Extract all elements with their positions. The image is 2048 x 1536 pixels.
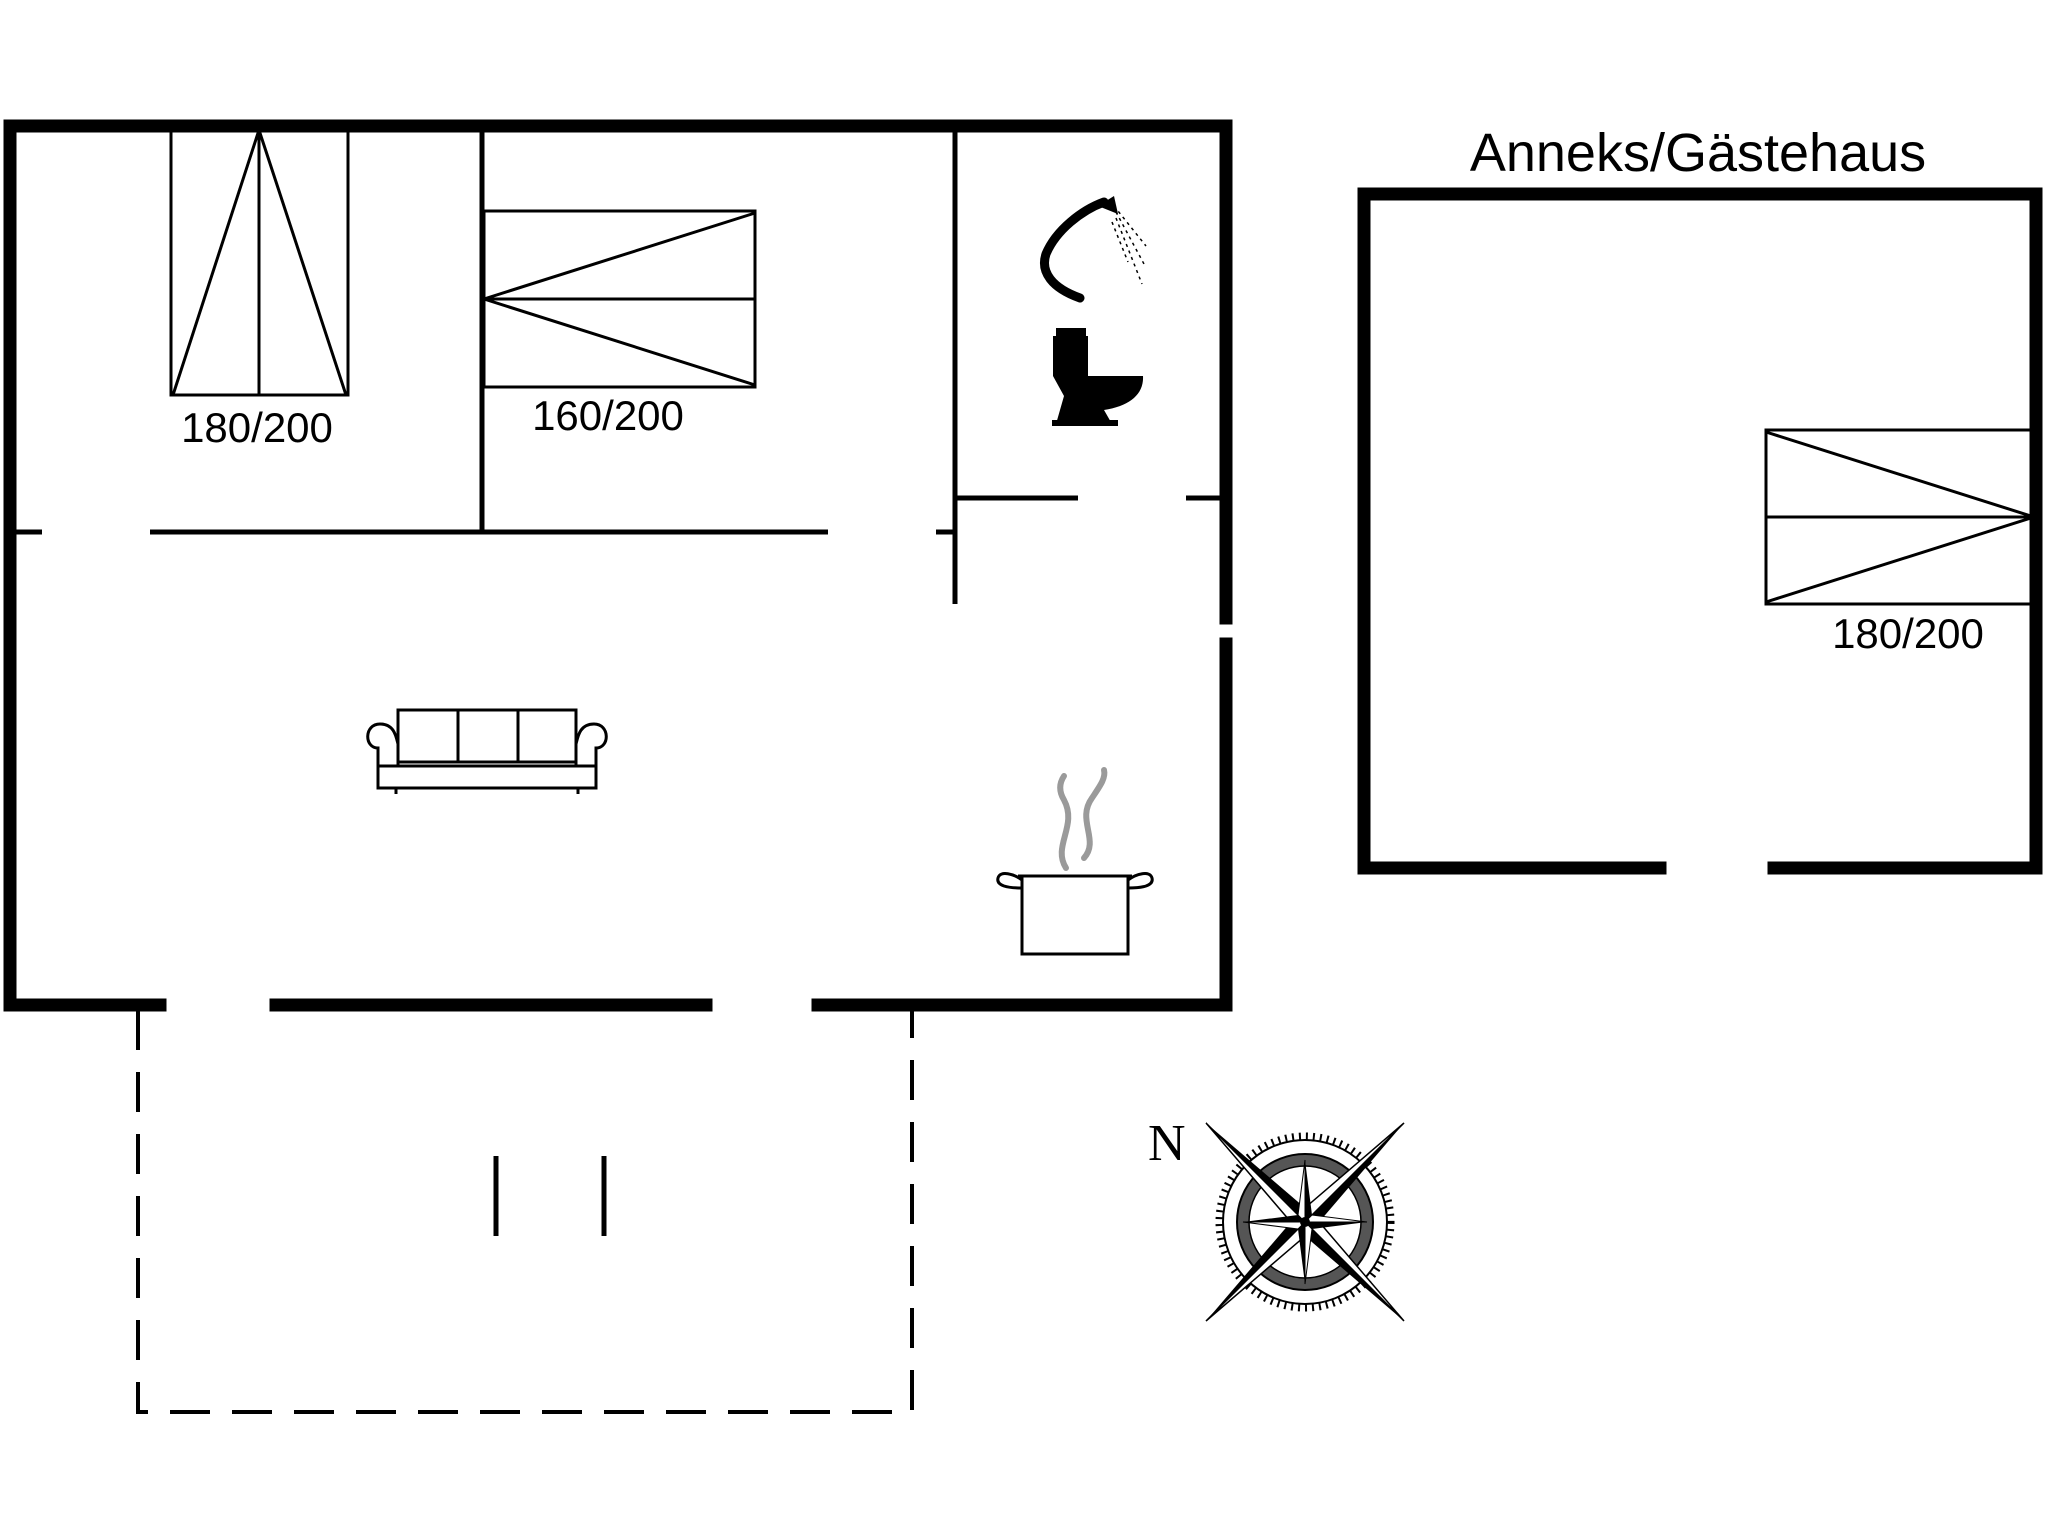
bed-annex xyxy=(1764,428,2036,606)
interior-walls xyxy=(10,126,1226,604)
bed-size-label-1: 180/200 xyxy=(181,404,333,451)
terrace-outline xyxy=(136,1010,914,1414)
main-house-walls xyxy=(3,119,1233,1012)
cooking-pot-icon xyxy=(996,767,1154,956)
compass-rose-icon xyxy=(1205,1122,1405,1322)
bed-size-label-annex: 180/200 xyxy=(1832,610,1984,657)
shower-icon xyxy=(1040,196,1147,303)
bed-size-label-2: 160/200 xyxy=(532,392,684,439)
bed-bedroom-1 xyxy=(169,128,350,397)
bed-bedroom-2 xyxy=(482,209,757,389)
sofa-icon xyxy=(366,708,608,794)
annex-title: Anneks/Gästehaus xyxy=(1470,123,1926,183)
toilet-icon xyxy=(1052,328,1144,426)
compass-north-label: N xyxy=(1148,1115,1186,1172)
annex-walls xyxy=(1357,187,2043,875)
